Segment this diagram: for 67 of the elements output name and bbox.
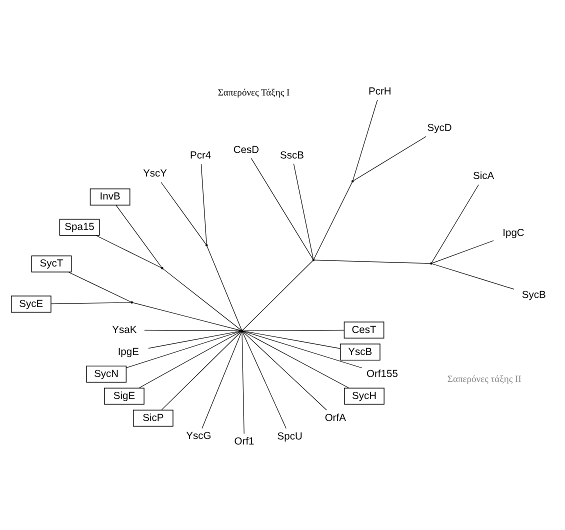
node-box: SigE [104,388,144,405]
node-point [312,258,315,262]
node-point [130,301,133,304]
node-text: CesD [233,144,260,156]
node-text: Orf155 [366,368,398,380]
connector [96,235,162,268]
connector [432,240,494,264]
connector [132,302,242,331]
connector [116,204,162,268]
connector [162,268,242,330]
node-box: SycN [86,366,127,383]
connector [202,331,242,429]
node-box: Spa15 [59,218,100,236]
node-text: IpgC [502,228,524,239]
node-text: Orf1 [234,436,254,448]
node-text: PcrH [368,86,392,98]
node-point [161,267,164,270]
connector [68,272,132,302]
connector [432,184,479,263]
connector [242,260,314,330]
node-text: IpgE [118,346,139,358]
connector [314,260,431,264]
label: Σαπερόνες τάξης II [447,374,522,386]
connector [200,164,207,245]
node-box: SycH [344,388,384,405]
connector [50,302,131,304]
connector [242,332,244,434]
connector [161,331,242,410]
label: Σαπερόνες Τάξης I [218,88,290,99]
node-point [351,180,354,182]
node-point [430,262,432,265]
node-box: InvB [90,188,130,206]
connector [242,330,344,332]
node-box: SycE [10,296,52,313]
connector [432,264,514,290]
connector [352,100,378,181]
node-text: Pcr4 [190,150,212,162]
connector [250,158,314,260]
node-text: YscG [186,431,212,442]
connector [242,330,341,349]
node-box: SicP [132,410,174,427]
node-text: YsaK [112,324,137,336]
node-text: SycD [427,123,452,134]
node-point [205,244,208,246]
connector [144,330,242,332]
connector [314,182,353,260]
connector [148,330,242,349]
connector [206,246,242,330]
node-text: SscB [280,150,304,162]
connector [242,330,350,388]
node-box: SycT [31,256,72,272]
connector [242,330,362,368]
connector [242,331,286,429]
connector [353,136,426,181]
node-text: OrfA [324,412,346,424]
node-text: YscY [143,168,168,180]
node-text: SpcU [277,431,302,442]
node-text: SicA [472,171,494,182]
connector [293,164,314,260]
node-text: SycB [522,290,546,302]
connector [242,331,327,410]
node-box: YscB [340,344,380,361]
connector [126,330,242,368]
node-point [240,330,244,332]
node-box: CesT [344,322,384,339]
connector [138,330,242,388]
connector [160,182,206,245]
